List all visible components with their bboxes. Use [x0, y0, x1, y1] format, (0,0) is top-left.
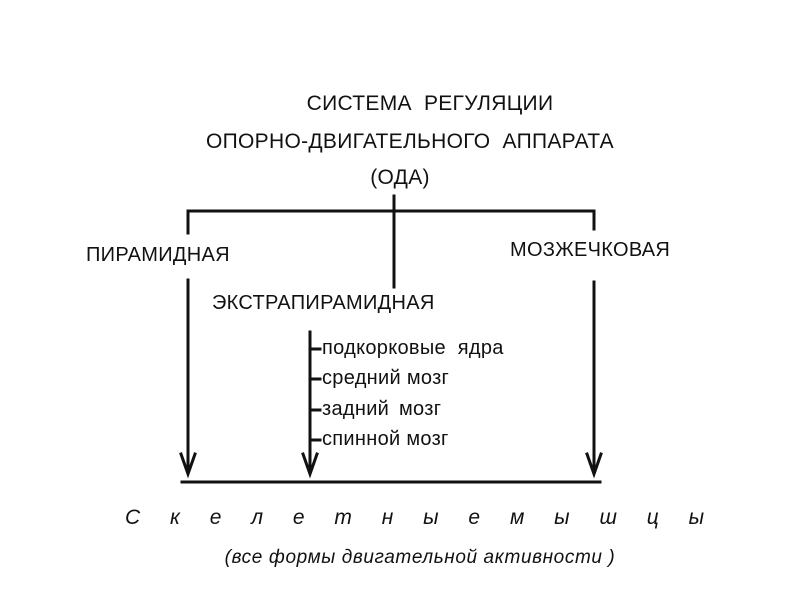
- extrapyramidal-part-2: средний мозг: [322, 367, 450, 389]
- branch-extrapyramidal: ЭКСТРАПИРАМИДНАЯ: [212, 292, 435, 314]
- extrapyramidal-arrowhead: [301, 452, 319, 479]
- cerebellar-arrowhead: [585, 452, 603, 479]
- title-line-2: ОПОРНО-ДВИГАТЕЛЬНОГО АППАРАТА: [206, 130, 614, 153]
- branch-cerebellar: МОЗЖЕЧКОВАЯ: [510, 239, 671, 261]
- extrapyramidal-part-4: спинной мозг: [322, 428, 449, 450]
- extrapyramidal-part-1: подкорковые ядра: [322, 337, 504, 359]
- extrapyramidal-part-3: задний мозг: [322, 398, 442, 420]
- target-note: (все формы двигательной активности ): [224, 547, 616, 568]
- target-skeletal-muscles: С к е л е т н ы е м ы ш ц ы: [124, 506, 712, 529]
- pyramidal-arrowhead: [179, 452, 197, 479]
- branch-pyramidal: ПИРАМИДНАЯ: [86, 244, 230, 266]
- title-line-1: СИСТЕМА РЕГУЛЯЦИИ: [306, 92, 554, 115]
- title-line-3: (ОДА): [370, 166, 430, 189]
